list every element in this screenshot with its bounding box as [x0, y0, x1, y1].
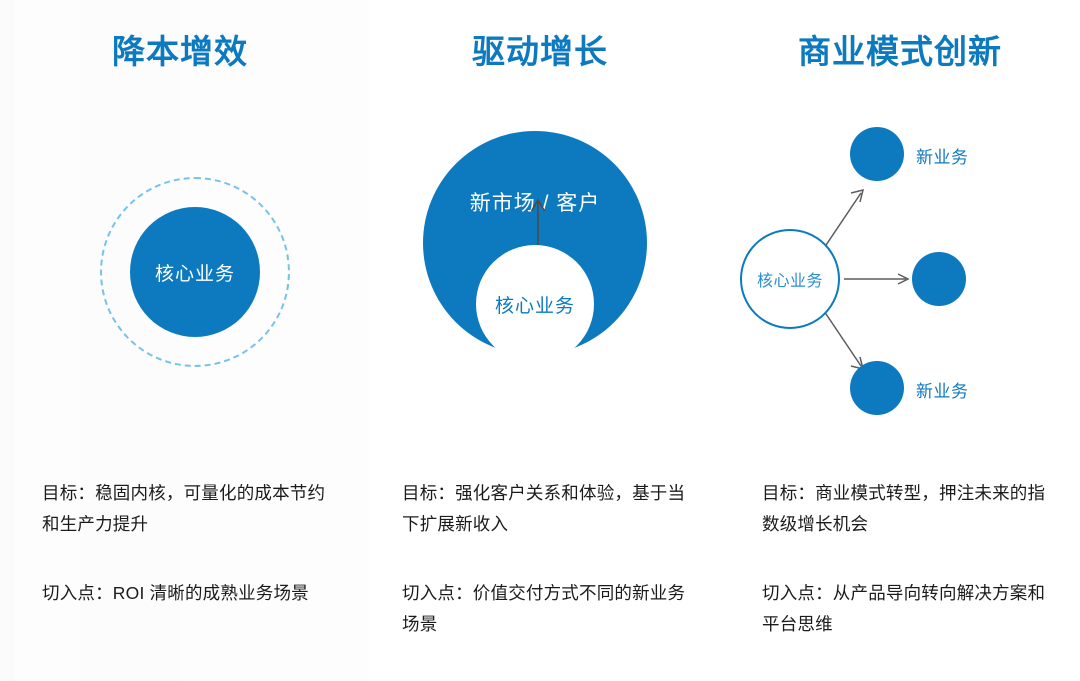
new-business-label: 新业务 [916, 148, 969, 167]
column-goal-text: 目标：商业模式转型，押注未来的指数级增长机会 [762, 483, 1046, 534]
core-circle-icon [476, 245, 594, 363]
core-circle-label: 核心业务 [756, 273, 823, 290]
dashed-ring-icon [100, 177, 290, 367]
core-circle-icon [130, 207, 260, 337]
column-goal-text: 目标：强化客户关系和体验，基于当下扩展新收入 [402, 483, 686, 534]
column-title: 降本增效 [112, 33, 248, 70]
background-band [0, 0, 15, 681]
diagram-core-with-dashed-ring: 核心业务 [0, 105, 360, 455]
column-drive-growth: 驱动增长 新市场 / 客户 核心业务 目标：强化客户关系和体验，基于当下扩展新收… [360, 0, 720, 681]
column-entry-text: 切入点：价值交付方式不同的新业务场景 [402, 583, 686, 634]
new-business-node [912, 252, 966, 306]
new-market-label: 新市场 / 客户 [469, 192, 601, 215]
column-goal-text: 目标：稳固内核，可量化的成本节约和生产力提升 [42, 483, 326, 534]
diagram-core-inside-new-market: 新市场 / 客户 核心业务 [360, 105, 720, 455]
column-business-model-innovation: 商业模式创新 核心业务 [720, 0, 1080, 681]
background-band [15, 0, 80, 681]
column-title: 驱动增长 [472, 33, 608, 70]
hub-and-spoke-group: 核心业务 新业务 新业务 [720, 105, 1080, 455]
column-entry-text: 切入点：ROI 清晰的成熟业务场景 [42, 583, 309, 603]
core-circle-label: 核心业务 [494, 295, 575, 317]
new-business-node [850, 127, 904, 181]
core-circle-icon [740, 229, 840, 329]
column-cost-efficiency: 降本增效 核心业务 目标：稳固内核，可量化的成本节约和生产力提升 切入点：ROI… [0, 0, 360, 681]
diagram-core-spawning-new-businesses: 核心业务 新业务 新业务 [720, 105, 1080, 455]
core-circle-label: 核心业务 [154, 263, 235, 285]
new-business-label: 新业务 [916, 382, 969, 401]
column-entry-text: 切入点：从产品导向转向解决方案和平台思维 [762, 583, 1046, 634]
new-business-node [850, 361, 904, 415]
column-title: 商业模式创新 [798, 33, 1002, 70]
